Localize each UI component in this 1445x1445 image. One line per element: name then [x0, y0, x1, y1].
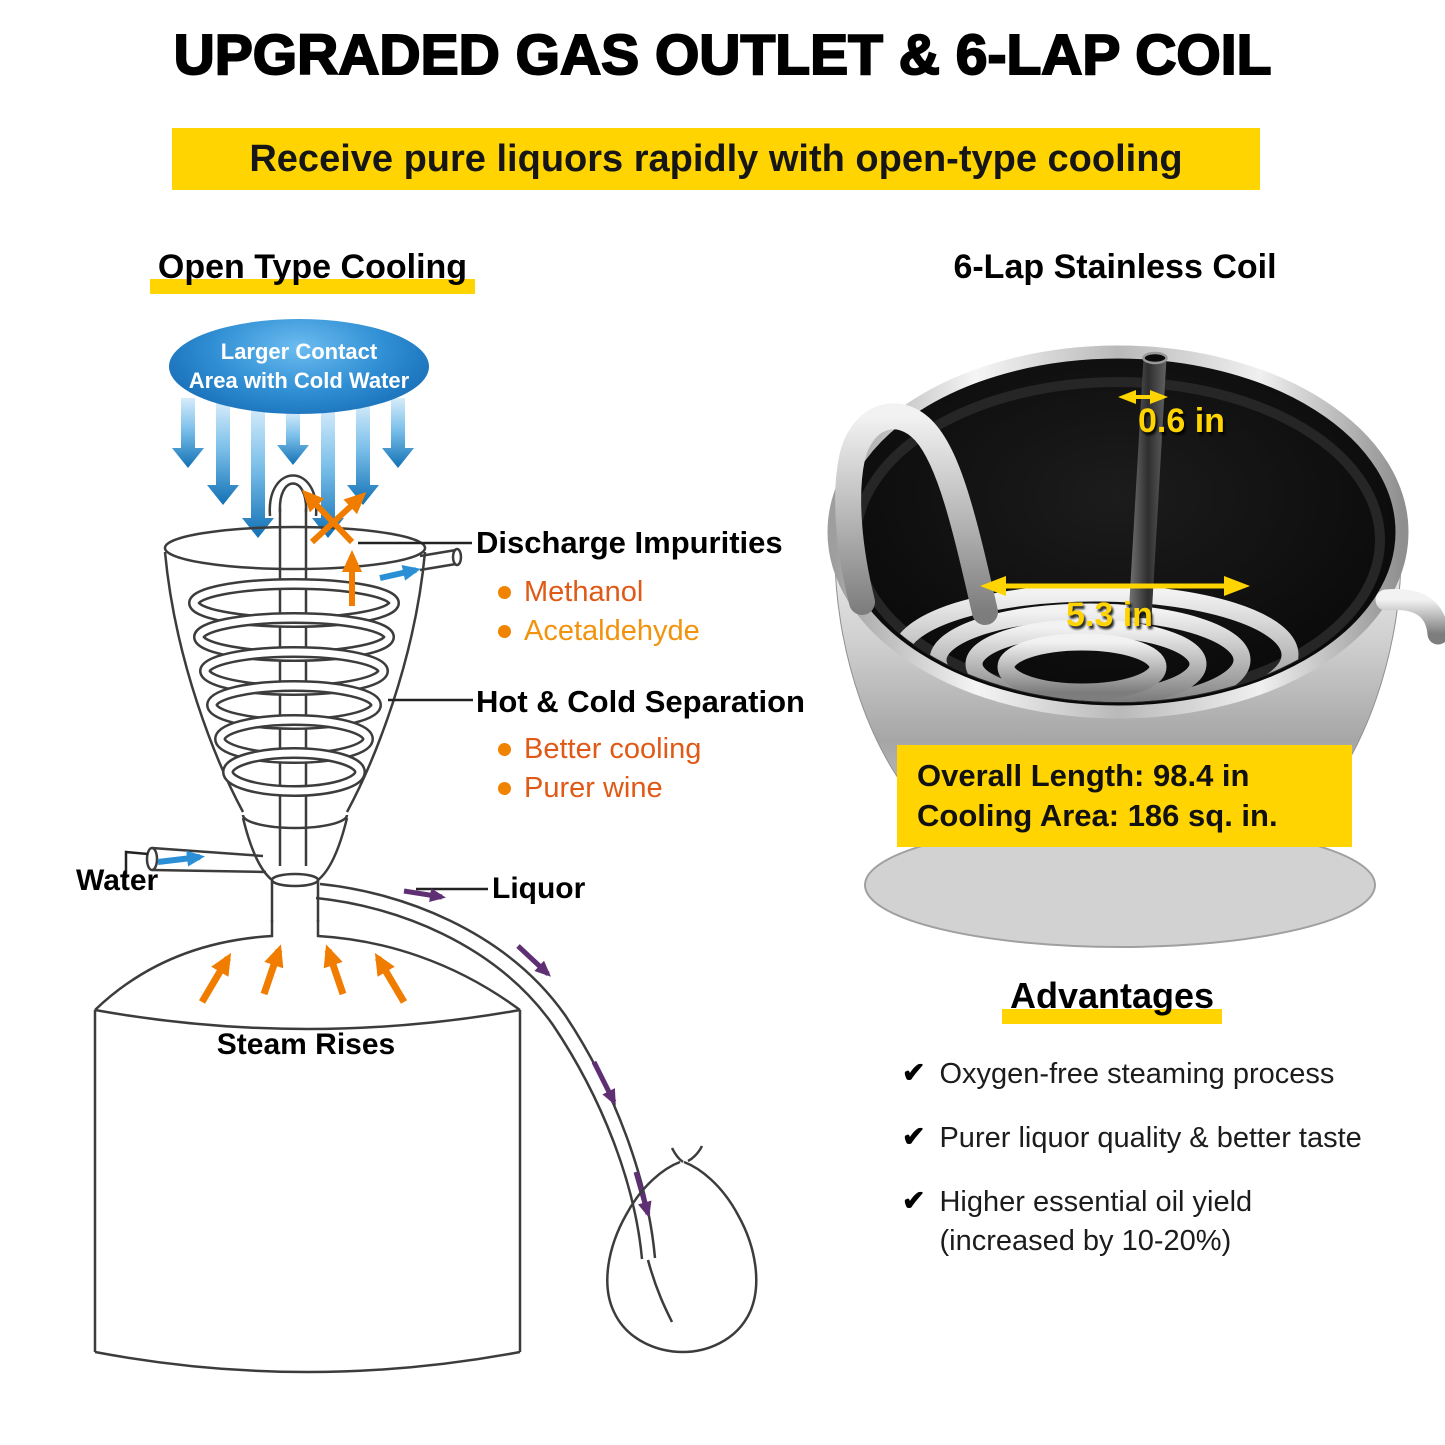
separation-bullet-2: Purer wine — [498, 772, 663, 805]
cooling-water-arrows — [172, 398, 414, 538]
discharge-bullet-2: Acetaldehyde — [498, 615, 700, 648]
left-heading: Open Type Cooling — [140, 248, 485, 294]
bullet-label: Better cooling — [524, 733, 702, 765]
water-label: Water — [76, 864, 159, 897]
advantage-text: Oxygen-free steaming process — [939, 1058, 1335, 1090]
flask-drawing — [606, 1145, 758, 1354]
bullet-dot — [498, 743, 511, 756]
discharge-label: Discharge Impurities — [476, 525, 783, 560]
advantages-list: ✔ Oxygen-free steaming process ✔ Purer l… — [902, 1055, 1442, 1287]
dimension-arrow-small — [1118, 390, 1168, 404]
page-title: UPGRADED GAS OUTLET & 6-LAP COIL — [173, 22, 1273, 88]
liquor-label: Liquor — [492, 872, 586, 905]
liquor-flow-arrows — [403, 888, 652, 1218]
bullet-dot — [498, 625, 511, 638]
advantage-item: ✔ Purer liquor quality & better taste — [902, 1119, 1442, 1158]
separation-bullet-1: Better cooling — [498, 733, 701, 766]
advantage-text: Purer liquor quality & better taste — [939, 1122, 1362, 1155]
advantage-text: Higher essential oil yield (increased by… — [939, 1186, 1253, 1258]
tube-diameter-label: 0.6 in — [1138, 402, 1225, 440]
advantage-item: ✔ Higher essential oil yield (increased … — [902, 1183, 1442, 1261]
label-connectors — [124, 541, 488, 891]
condenser-drawing — [145, 474, 463, 922]
pot-rim — [827, 345, 1409, 719]
spec-line-overall-length: Overall Length: 98.4 in — [917, 758, 1250, 793]
bullet-dot — [498, 586, 511, 599]
right-heading-text: 6-Lap Stainless Coil — [953, 248, 1277, 286]
advantage-item: ✔ Oxygen-free steaming process — [902, 1055, 1442, 1094]
water-flow-arrows — [157, 565, 421, 867]
pot-photo — [827, 345, 1445, 948]
bullet-label: Acetaldehyde — [524, 615, 700, 647]
steam-label: Steam Rises — [216, 1028, 396, 1061]
coil-diameter-label: 5.3 in — [1066, 596, 1153, 634]
bullet-dot — [498, 782, 511, 795]
advantages-heading: Advantages — [1002, 975, 1223, 1024]
dimension-arrow-large — [980, 576, 1250, 596]
discharge-arrows — [301, 489, 367, 606]
bullet-label: Purer wine — [524, 772, 663, 804]
contact-area-bubble: Larger Contact Area with Cold Water — [169, 319, 429, 414]
liquor-tube — [315, 882, 674, 1323]
subtitle-banner: Receive pure liquors rapidly with open-t… — [172, 128, 1260, 190]
separation-label: Hot & Cold Separation — [476, 684, 805, 719]
boiler-drawing — [93, 920, 522, 1374]
check-icon: ✔ — [902, 1057, 926, 1088]
pot-spout — [1375, 589, 1445, 645]
discharge-bullet-1: Methanol — [498, 576, 643, 609]
check-icon: ✔ — [902, 1121, 926, 1153]
check-icon: ✔ — [902, 1185, 926, 1217]
condenser-coil — [188, 578, 400, 797]
spec-box: Overall Length: 98.4 in Cooling Area: 18… — [897, 745, 1352, 847]
spec-line-cooling-area: Cooling Area: 186 sq. in. — [917, 798, 1278, 833]
left-heading-text: Open Type Cooling — [149, 248, 476, 294]
right-heading: 6-Lap Stainless Coil — [915, 248, 1315, 287]
coil-handle-tube — [835, 403, 998, 625]
bullet-label: Methanol — [524, 576, 644, 608]
advantages-heading-text: Advantages — [1002, 975, 1223, 1024]
steam-arrows — [198, 944, 408, 1004]
